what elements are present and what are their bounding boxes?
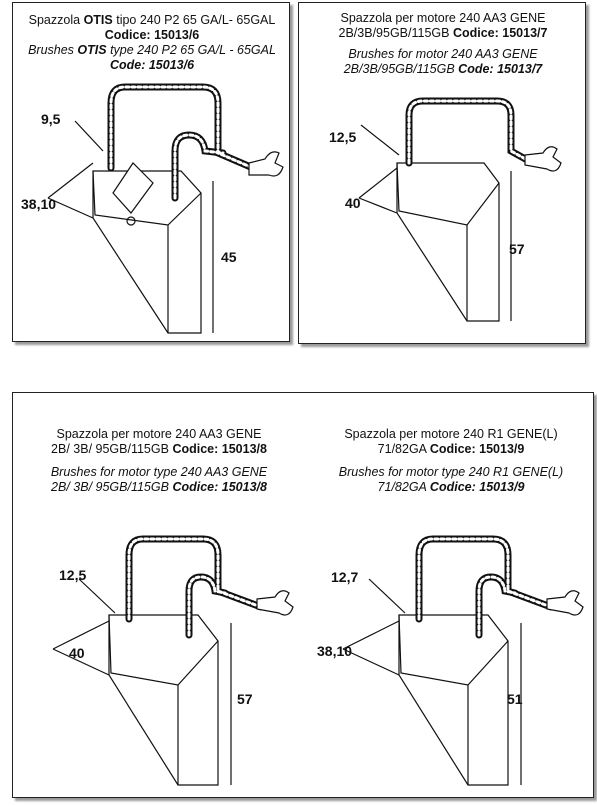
dimension-width: 40 [345, 195, 361, 211]
dimension-width: 38,10 [21, 196, 57, 212]
panel-4-dimension-top: 12,7 [331, 569, 359, 585]
dimension-top: 12,5 [329, 129, 357, 145]
panel-3-header-italian: Spazzola per motore 240 AA3 GENE 2B/ 3B/… [51, 427, 267, 456]
brush-drawing [47, 83, 284, 334]
product-panel-15013-7: Spazzola per motore 240 AA3 GENE 2B/3B/9… [298, 2, 586, 344]
panel-3-dimension-height: 57 [237, 691, 253, 707]
panel-header-italian: Spazzola per motore 240 AA3 GENE 2B/3B/9… [338, 11, 548, 40]
panel-3-header-english: Brushes for motor type 240 AA3 GENE 2B/ … [50, 465, 268, 494]
dimension-height: 45 [221, 249, 237, 265]
dimension-height: 57 [509, 241, 525, 257]
dimension-top: 9,5 [41, 111, 61, 127]
panel-3-dimension-top: 12,5 [59, 567, 87, 583]
panel-4-dimension-width: 38,10 [317, 643, 353, 659]
panel-4-header-italian: Spazzola per motore 240 R1 GENE(L) 71/82… [344, 427, 558, 456]
panel-4-dimension-height: 51 [507, 691, 523, 707]
product-panel-15013-6: Spazzola OTIS tipo 240 P2 65 GA/L- 65GAL… [12, 2, 290, 342]
panel-4-header-english: Brushes for motor type 240 R1 GENE(L) 71… [338, 465, 564, 494]
product-panel-group: Spazzola per motore 240 AA3 GENE 2B/ 3B/… [12, 392, 594, 798]
brush-drawing-15013-8 [52, 535, 294, 786]
brush-drawing-15013-9 [342, 535, 584, 786]
panel-header-english: Brushes OTIS type 240 P2 65 GA/L - 65GAL… [28, 43, 276, 72]
panel-header-italian: Spazzola OTIS tipo 240 P2 65 GA/L- 65GAL… [28, 13, 276, 42]
brush-drawing [358, 97, 562, 322]
panel-3-dimension-width: 40 [69, 645, 85, 661]
panel-header-english: Brushes for motor 240 AA3 GENE 2B/3B/95G… [343, 47, 543, 76]
